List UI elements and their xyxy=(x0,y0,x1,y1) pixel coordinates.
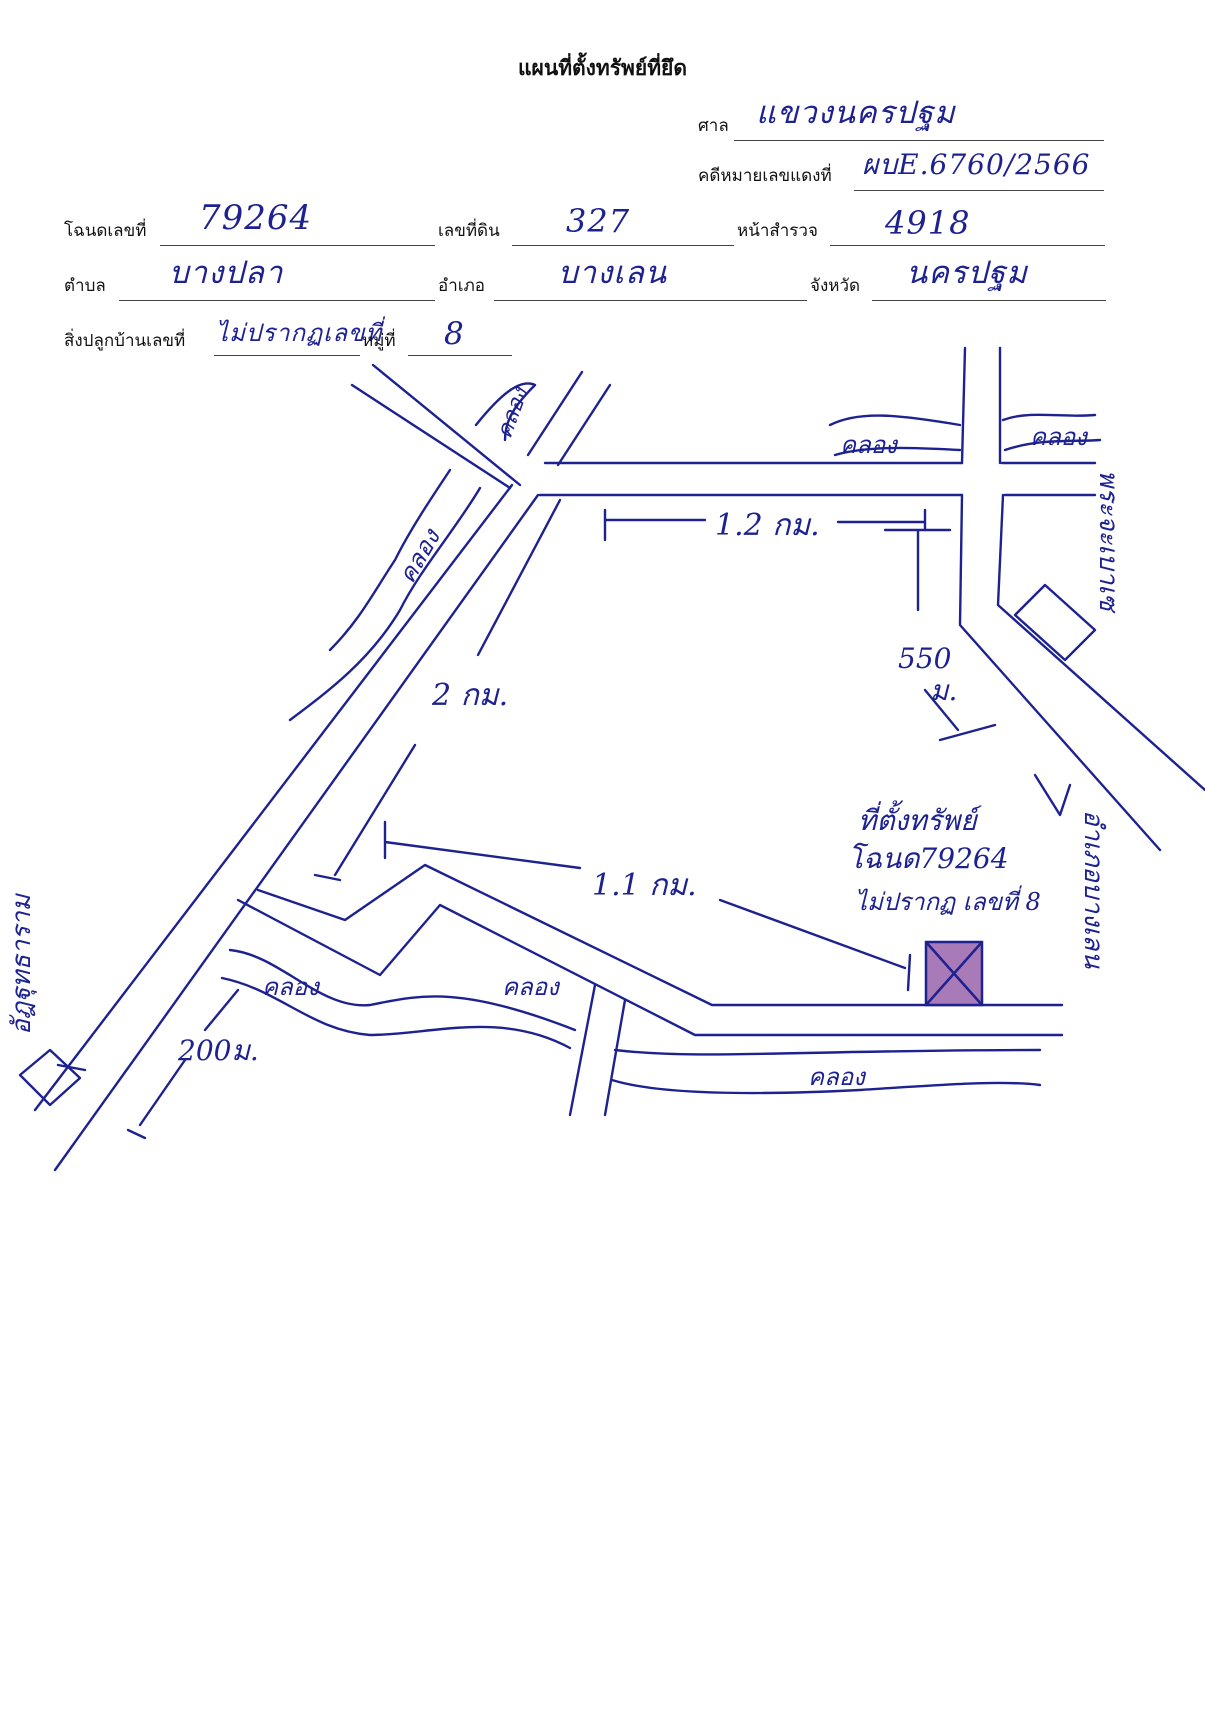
district-name-right: อำเภอบางเลน xyxy=(1078,810,1108,969)
location-label-line2: โฉนด79264 xyxy=(848,842,1009,875)
canal-lower-3 xyxy=(613,1048,1042,1056)
village-underline xyxy=(408,355,512,356)
dim-1-2km xyxy=(603,508,927,542)
canal-lower-1 xyxy=(228,948,577,1032)
canal-lower-2 xyxy=(220,976,572,1050)
village-value[interactable]: 8 xyxy=(444,316,465,352)
case-number-label: คดีหมายเลขแดงที่ xyxy=(698,166,832,186)
land-number-label: เลขที่ดิน xyxy=(438,221,500,241)
deed-number-value[interactable]: 79264 xyxy=(199,198,313,238)
road-name-right: พระจะเบาเซ xyxy=(1093,470,1123,614)
location-label-line3: ไม่ปรากฏ เลขที่ 8 xyxy=(855,885,1041,916)
case-number-underline xyxy=(854,190,1104,191)
temple-link xyxy=(56,1063,87,1072)
province-value[interactable]: นครปฐม xyxy=(906,255,1028,291)
side-road-lower-edge xyxy=(350,383,512,490)
deed-number-field: โฉนดเลขที่ 79264 xyxy=(64,198,439,250)
crossing-road-left xyxy=(568,983,597,1117)
dim-1-1km xyxy=(383,820,912,992)
temple-building xyxy=(18,1048,82,1107)
province-underline xyxy=(872,300,1106,301)
court-field: ศาล แขวงนครปฐม xyxy=(698,95,1108,145)
main-road-left-edge xyxy=(33,483,514,1112)
dim-550m-bottom xyxy=(923,688,997,742)
court-value[interactable]: แขวงนครปฐม xyxy=(756,95,956,131)
court-label: ศาล xyxy=(698,116,729,136)
canal-lower-4 xyxy=(610,1078,1042,1095)
subdistrict-label: ตำบล xyxy=(64,276,106,296)
canal-label-upper-right: คลอง xyxy=(1030,423,1089,451)
distance-label-1-2km: 1.2 กม. xyxy=(715,508,820,543)
vertical-road-right-edge xyxy=(996,346,1205,792)
north-road-edge-2 xyxy=(556,383,612,467)
crossing-road-right xyxy=(603,998,627,1117)
distance-label-200m: 200ม. xyxy=(177,1034,259,1067)
location-label-line1: ที่ตั้งทรัพย์ xyxy=(858,800,983,837)
dim-550m-top xyxy=(883,528,952,612)
lower-road-top-edge xyxy=(256,863,1064,1007)
survey-page-underline xyxy=(830,245,1105,246)
district-underline xyxy=(494,300,807,301)
temple-name: อัฎฐุทธาราม xyxy=(7,892,37,1035)
canal-top-left xyxy=(474,382,537,442)
distance-label-1-1km: 1.1 กม. xyxy=(592,868,697,903)
district-label: อำเภอ xyxy=(438,276,485,296)
dim-2km xyxy=(313,498,562,882)
main-road-right-edge xyxy=(53,493,540,1172)
building-right xyxy=(1013,583,1097,662)
survey-page-value[interactable]: 4918 xyxy=(885,204,971,242)
land-number-field: เลขที่ดิน 327 xyxy=(438,202,738,250)
canal-label-left: คลอง xyxy=(393,523,447,588)
survey-page-label: หน้าสำรวจ xyxy=(737,221,818,241)
map-linework xyxy=(18,346,1205,1172)
side-road-upper-edge xyxy=(371,363,522,487)
distance-label-550-unit: ม. xyxy=(930,674,957,707)
deed-number-underline xyxy=(160,245,435,246)
property-marker[interactable] xyxy=(924,940,984,1007)
deed-number-label: โฉนดเลขที่ xyxy=(64,221,147,241)
village-field: หมู่ที่ 8 xyxy=(362,316,514,360)
court-underline xyxy=(734,140,1104,141)
subdistrict-field: ตำบล บางปลา xyxy=(64,255,439,305)
canal-label-upper-middle: คลอง xyxy=(840,431,899,459)
canal-upper-middle xyxy=(828,414,962,457)
canal-left-outer xyxy=(288,486,482,722)
canal-label-top-left: คลอง xyxy=(492,382,534,442)
canal-label-lower-left: คลอง xyxy=(262,973,321,1001)
canal-left-upper xyxy=(328,468,452,652)
canal-upper-right xyxy=(1001,413,1102,452)
survey-page-field: หน้าสำรวจ 4918 xyxy=(737,204,1108,250)
document-title: แผนที่ตั้งทรัพย์ที่ยึด xyxy=(518,56,687,80)
house-number-value[interactable]: ไม่ปรากฏเลขที่ xyxy=(216,319,383,347)
subdistrict-value[interactable]: บางปลา xyxy=(169,255,284,291)
canal-label-lower-middle: คลอง xyxy=(502,973,561,1001)
house-number-underline xyxy=(214,355,360,356)
distance-label-550: 550 xyxy=(898,642,951,675)
province-field: จังหวัด นครปฐม xyxy=(810,255,1108,305)
house-number-label: สิ่งปลูกบ้านเลขที่ xyxy=(64,331,186,351)
dim-200m xyxy=(126,988,240,1140)
subdistrict-underline xyxy=(119,300,435,301)
distance-label-2km: 2 กม. xyxy=(431,678,508,713)
vertical-road-left-edge xyxy=(958,346,1162,852)
canal-label-lower-right: คลอง xyxy=(808,1063,867,1091)
land-number-value[interactable]: 327 xyxy=(566,202,631,240)
village-label: หมู่ที่ xyxy=(362,331,396,351)
direction-arrow xyxy=(1033,773,1072,817)
house-number-field: สิ่งปลูกบ้านเลขที่ ไม่ปรากฏเลขที่ xyxy=(64,319,381,360)
case-number-value[interactable]: ผบE.6760/2566 xyxy=(862,148,1091,181)
district-field: อำเภอ บางเลน xyxy=(438,255,811,305)
lower-road-bottom-edge xyxy=(236,898,1064,1037)
province-label: จังหวัด xyxy=(810,276,861,296)
district-value[interactable]: บางเลน xyxy=(558,255,668,291)
land-number-underline xyxy=(512,245,734,246)
case-number-field: คดีหมายเลขแดงที่ ผบE.6760/2566 xyxy=(698,148,1108,195)
north-road-edge-1 xyxy=(526,370,584,457)
